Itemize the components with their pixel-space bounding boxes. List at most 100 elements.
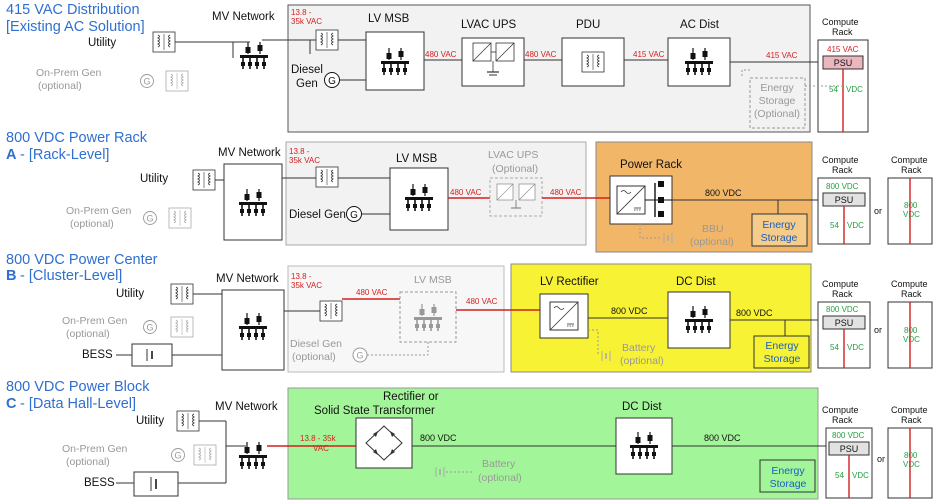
- diode-bridge-icon: [365, 425, 403, 461]
- battery-label: Battery: [622, 342, 656, 354]
- svg-text:C: C: [6, 396, 17, 412]
- svg-text:(optional): (optional): [620, 355, 664, 367]
- on-prem-gen-optional: (optional): [38, 80, 82, 92]
- svg-text:415 VAC: 415 VAC: [827, 45, 859, 54]
- energy-storage-optional-box: [749, 77, 806, 129]
- utility-transformer-icon: [152, 31, 176, 53]
- lvac-ups-label: LVAC UPS: [461, 19, 517, 31]
- svg-text:Storage: Storage: [770, 478, 807, 490]
- svg-text:54: 54: [830, 221, 839, 230]
- svg-text:VDC: VDC: [903, 335, 920, 344]
- svg-text:Compute: Compute: [891, 405, 928, 415]
- lv-msb-label: LV MSB: [396, 153, 438, 165]
- on-prem-gen-label: On-Prem Gen: [36, 67, 102, 79]
- mv-lv-transformer-icon: [319, 300, 343, 322]
- svg-text:G: G: [350, 210, 358, 221]
- svg-text:On-Prem Gen: On-Prem Gen: [62, 315, 128, 327]
- lv-msb-optional-box: [399, 291, 457, 343]
- svg-text:(Optional): (Optional): [492, 163, 538, 175]
- svg-text:35k VAC: 35k VAC: [291, 281, 322, 290]
- rectifier-icon: [549, 301, 579, 331]
- svg-text:VDC: VDC: [903, 460, 920, 469]
- svg-text:On-Prem Gen: On-Prem Gen: [62, 443, 128, 455]
- svg-text:(optional): (optional): [690, 236, 734, 248]
- svg-text:PSU: PSU: [835, 318, 854, 328]
- svg-text:13.8 - 35k: 13.8 - 35k: [300, 434, 337, 443]
- svg-text:G: G: [143, 77, 150, 87]
- section-subtitle: - [Data Hall-Level]: [20, 396, 136, 412]
- gen-transformer-icon: [193, 444, 217, 466]
- svg-text:(optional): (optional): [478, 472, 522, 484]
- svg-text:480 VAC: 480 VAC: [466, 297, 498, 306]
- svg-text:415 VAC: 415 VAC: [633, 50, 665, 59]
- svg-text:Rack: Rack: [832, 289, 853, 299]
- svg-text:800: 800: [904, 451, 918, 460]
- svg-text:Energy: Energy: [760, 82, 794, 94]
- svg-text:480 VAC: 480 VAC: [356, 288, 388, 297]
- svg-text:800 VDC: 800 VDC: [832, 431, 865, 440]
- svg-text:800 VDC: 800 VDC: [826, 305, 859, 314]
- svg-text:PSU: PSU: [834, 58, 853, 68]
- lv-msb-label: LV MSB: [414, 274, 452, 286]
- section-title: 415 VAC Distribution: [6, 2, 140, 18]
- svg-text:VDC: VDC: [852, 471, 869, 480]
- section-subtitle: - [Cluster-Level]: [20, 268, 122, 284]
- section-title: 800 VDC Power Block: [6, 379, 150, 395]
- svg-text:VDC: VDC: [847, 343, 864, 352]
- svg-text:800 VDC: 800 VDC: [611, 306, 648, 316]
- utility-label: Utility: [116, 288, 144, 300]
- sst-label: Solid State Transformer: [314, 405, 435, 417]
- section-power-rack: 800 VDC Power Rack A - [Rack-Level] Util…: [6, 130, 933, 253]
- section-power-block: 800 VDC Power Block C - [Data Hall-Level…: [6, 379, 933, 500]
- utility-transformer-icon: [170, 283, 194, 305]
- svg-text:Compute: Compute: [822, 405, 859, 415]
- bbu-label: BBU: [702, 223, 724, 235]
- diesel-gen-label: Diesel Gen: [290, 338, 342, 350]
- svg-text:13.8 -: 13.8 -: [291, 272, 312, 281]
- mv-network-switchgear-icon: [239, 41, 269, 70]
- svg-text:800 VDC: 800 VDC: [736, 308, 773, 318]
- svg-text:VDC: VDC: [847, 221, 864, 230]
- dc-dist-label: DC Dist: [622, 401, 662, 413]
- svg-text:800 VDC: 800 VDC: [704, 433, 741, 443]
- rectifier-or-label: Rectifier or: [383, 391, 439, 403]
- svg-text:Rack: Rack: [901, 289, 922, 299]
- section-title: 800 VDC Power Rack: [6, 130, 148, 146]
- utility-label: Utility: [136, 415, 164, 427]
- energy-storage-box: [759, 459, 816, 493]
- energy-storage-box: [751, 213, 808, 247]
- svg-text:G: G: [328, 76, 336, 87]
- svg-text:13.8 -: 13.8 -: [291, 8, 312, 17]
- svg-text:(optional): (optional): [70, 218, 114, 230]
- bess-label: BESS: [82, 349, 113, 361]
- svg-text:(optional): (optional): [66, 328, 110, 340]
- svg-text:Rack: Rack: [901, 415, 922, 425]
- utility-label: Utility: [140, 173, 168, 185]
- svg-text:G: G: [356, 351, 363, 361]
- svg-text:Storage: Storage: [761, 232, 798, 244]
- generator-icon: [140, 74, 154, 88]
- utility-label: Utility: [88, 37, 116, 49]
- svg-text:B: B: [6, 268, 16, 284]
- svg-text:480 VAC: 480 VAC: [525, 50, 557, 59]
- utility-transformer-icon: [176, 410, 200, 432]
- svg-text:800 VDC: 800 VDC: [826, 182, 859, 191]
- utility-transformer-icon: [192, 169, 216, 191]
- lvac-ups-label: LVAC UPS: [488, 149, 538, 161]
- svg-text:480 VAC: 480 VAC: [425, 50, 457, 59]
- mv-network-label: MV Network: [218, 147, 281, 159]
- svg-text:Storage: Storage: [764, 353, 801, 365]
- svg-text:35k VAC: 35k VAC: [291, 17, 322, 26]
- svg-text:13.8 -: 13.8 -: [289, 147, 310, 156]
- dc-dist-label: DC Dist: [676, 276, 716, 288]
- battery-label: Battery: [482, 458, 516, 470]
- svg-text:VAC: VAC: [313, 444, 329, 453]
- svg-text:Compute: Compute: [822, 155, 859, 165]
- svg-text:Compute: Compute: [822, 17, 859, 27]
- power-rack-label: Power Rack: [620, 159, 682, 171]
- svg-text:G: G: [174, 451, 181, 461]
- ac-dist-label: AC Dist: [680, 19, 720, 31]
- rectifier-icon: [616, 185, 646, 215]
- gen-transformer-icon: [165, 70, 189, 92]
